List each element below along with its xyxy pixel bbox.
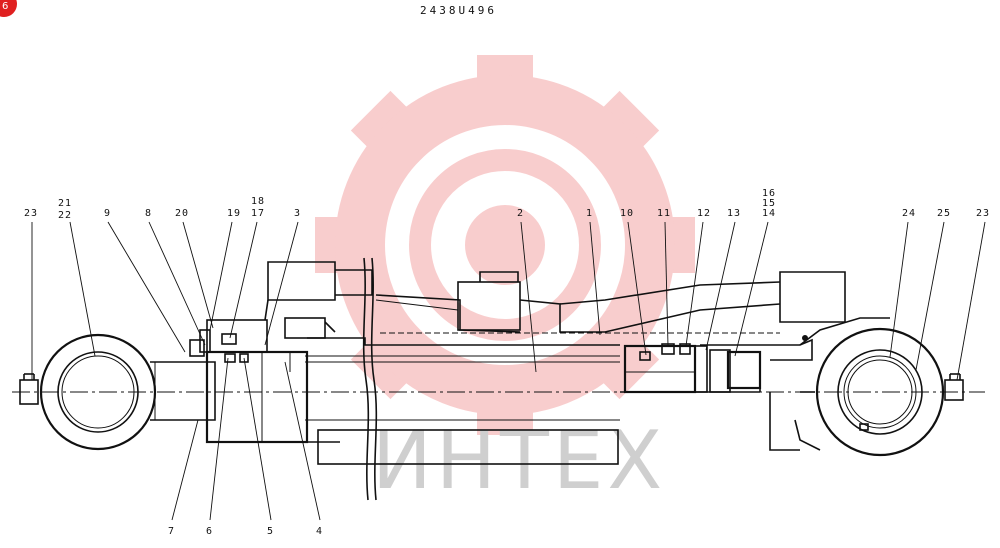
callout-10: 10 (620, 208, 634, 219)
callout-1: 1 (586, 208, 593, 219)
corner-badge-label: 6 (2, 1, 8, 12)
callout-2: 2 (517, 208, 524, 219)
cylinder-body (12, 257, 985, 501)
callout-19: 19 (227, 208, 241, 219)
callout-20: 20 (175, 208, 189, 219)
callout-24: 24 (902, 208, 916, 219)
callout-13: 13 (727, 208, 741, 219)
corner-badge: 6 (0, 0, 17, 17)
callout-16: 16 (762, 188, 776, 199)
callout-17: 17 (251, 208, 265, 219)
callout-8: 8 (145, 208, 152, 219)
watermark-text: ИНТЕХ (372, 414, 666, 507)
callout-3: 3 (294, 208, 301, 219)
callout-11: 11 (657, 208, 671, 219)
part-number: 2438U496 (420, 4, 497, 17)
callout-7: 7 (168, 526, 175, 537)
callout-23-right: 23 (976, 208, 990, 219)
callout-22: 22 (58, 210, 72, 221)
callout-leaders (31, 221, 986, 521)
callout-15: 15 (762, 198, 776, 209)
callout-5: 5 (267, 526, 274, 537)
callout-14: 14 (762, 208, 776, 219)
gear-watermark-icon (315, 55, 695, 435)
callout-18: 18 (251, 196, 265, 207)
callout-9: 9 (104, 208, 111, 219)
callout-6: 6 (206, 526, 213, 537)
callout-12: 12 (697, 208, 711, 219)
callout-23-left: 23 (24, 208, 38, 219)
callout-25: 25 (937, 208, 951, 219)
callout-labels: 23 21 22 9 8 20 19 18 17 3 2 1 10 11 12 … (24, 188, 990, 537)
callout-21: 21 (58, 198, 72, 209)
callout-4: 4 (316, 526, 323, 537)
